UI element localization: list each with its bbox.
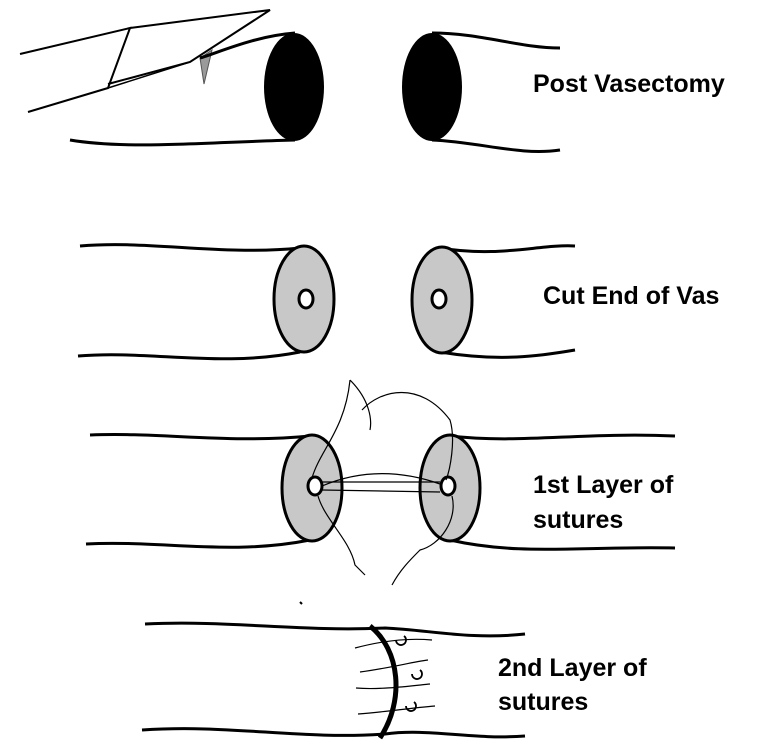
anastomosis-seam bbox=[370, 626, 396, 738]
stage-label-line: sutures bbox=[498, 688, 588, 716]
stage-label-second-layer: 2nd Layer of sutures bbox=[498, 654, 654, 716]
stage-cut-end: Cut End of Vas bbox=[78, 245, 719, 359]
stage-second-layer: 2nd Layer of sutures bbox=[142, 623, 654, 738]
stage-label-first-layer: 1st Layer of sutures bbox=[533, 471, 680, 534]
vas-segment-left bbox=[86, 435, 310, 548]
lumen-right bbox=[432, 290, 446, 308]
lumen-right bbox=[441, 477, 455, 495]
stage-post-vasectomy: Post Vasectomy bbox=[20, 10, 725, 151]
occluded-end-left bbox=[264, 33, 324, 141]
stage-label-line: Cut End of Vas bbox=[543, 282, 719, 310]
stage-first-layer: 1st Layer of sutures bbox=[86, 380, 680, 604]
lumen-left bbox=[299, 290, 313, 308]
stage-label-line: 2nd Layer of bbox=[498, 654, 647, 682]
lumen-left bbox=[308, 477, 322, 495]
stage-label-line: 1st Layer of bbox=[533, 471, 674, 499]
stage-label-post-vasectomy: Post Vasectomy bbox=[533, 70, 725, 98]
suture-knot-icon bbox=[396, 636, 422, 711]
stage-label-line: Post Vasectomy bbox=[533, 70, 725, 98]
vas-segment-left bbox=[78, 245, 300, 359]
cautery-forceps-icon bbox=[20, 10, 270, 112]
joined-vas-segment bbox=[142, 623, 525, 737]
occluded-end-right bbox=[402, 33, 462, 141]
stage-label-cut-end: Cut End of Vas bbox=[543, 282, 719, 310]
stage-label-line: sutures bbox=[533, 506, 623, 534]
